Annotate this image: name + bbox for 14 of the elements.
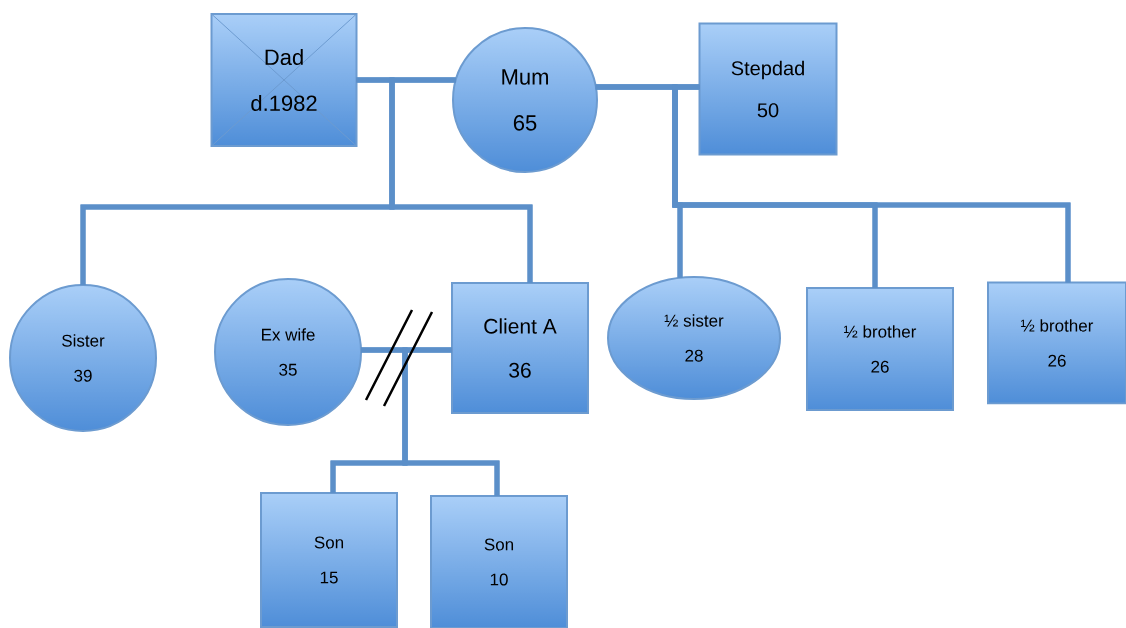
circle-node: Sister 39 (9, 284, 157, 432)
family-line (402, 347, 500, 496)
family-line (389, 77, 533, 283)
family-line (672, 84, 1071, 283)
crossed-square: Dad d.1982 (210, 13, 358, 147)
square-node: Son 10 (430, 495, 568, 628)
square-node: Stepdad 50 (698, 22, 838, 156)
square-node: Son 15 (260, 492, 398, 628)
square-node: Client A 36 (451, 282, 589, 414)
square-node: ½ brother 26 (987, 281, 1126, 405)
oval-node: ½ sister 28 (607, 276, 781, 400)
circle-node: Mum 65 (452, 27, 598, 173)
square-node: ½ brother 26 (806, 287, 954, 411)
circle-node: Ex wife 35 (214, 278, 362, 426)
